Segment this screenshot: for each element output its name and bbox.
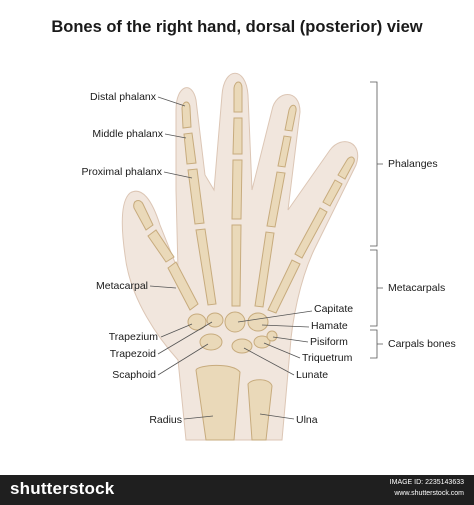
thumb-distal-phalanx — [133, 200, 154, 231]
label-middle-phalanx: Middle phalanx — [92, 128, 163, 140]
thumb-proximal-phalanx — [147, 229, 175, 263]
label-ulna: Ulna — [296, 414, 318, 426]
radius-bone — [195, 364, 241, 441]
ring-distal-phalanx — [284, 104, 297, 132]
label-lunate: Lunate — [296, 369, 329, 381]
capitate-bone — [224, 311, 246, 333]
hand-bones — [133, 81, 355, 441]
middle-metacarpal — [231, 224, 242, 307]
triquetrum-bone — [253, 335, 271, 349]
middle-middle-phalanx — [232, 117, 243, 155]
label-metacarpal: Metacarpal — [96, 280, 148, 292]
label-triquetrum: Triquetrum — [302, 352, 353, 364]
image-id-text: IMAGE ID: 2235143633 — [389, 479, 464, 486]
group-label-metacarpals: Metacarpals — [388, 282, 446, 294]
trapezium-bone — [187, 313, 207, 331]
label-scaphoid: Scaphoid — [112, 369, 156, 381]
ulna-bone — [247, 379, 273, 441]
little-distal-phalanx — [337, 156, 355, 180]
group-brackets — [370, 81, 383, 359]
little-metacarpal — [267, 259, 301, 314]
index-proximal-phalanx — [187, 168, 205, 225]
ring-middle-phalanx — [277, 135, 292, 168]
middle-proximal-phalanx — [231, 159, 243, 220]
label-radius: Radius — [149, 414, 182, 426]
little-middle-phalanx — [322, 179, 343, 207]
index-middle-phalanx — [183, 132, 197, 165]
ring-metacarpal — [254, 231, 275, 308]
scaphoid-bone — [199, 333, 223, 351]
trapezoid-bone — [206, 312, 224, 328]
index-distal-phalanx — [181, 101, 192, 129]
label-capitate: Capitate — [314, 303, 354, 315]
hamate-bone — [247, 312, 269, 332]
label-proximal-phalanx: Proximal phalanx — [81, 166, 162, 178]
diagram-title: Bones of the right hand, dorsal (posteri… — [51, 18, 423, 36]
hand-illustration — [121, 73, 383, 441]
site-url-text: www.shutterstock.com — [394, 490, 464, 497]
group-label-carpals: Carpals bones — [388, 338, 456, 350]
label-trapezium: Trapezium — [108, 331, 158, 343]
label-trapezoid: Trapezoid — [109, 348, 156, 360]
label-distal-phalanx: Distal phalanx — [90, 91, 156, 103]
stock-footer-bar: shutterstock IMAGE ID: 2235143633 www.sh… — [0, 475, 474, 505]
label-hamate: Hamate — [311, 320, 348, 332]
leader-lines — [149, 96, 313, 420]
index-metacarpal — [195, 228, 217, 306]
label-pisiform: Pisiform — [310, 336, 348, 348]
shutterstock-logo: shutterstock — [10, 479, 115, 498]
group-label-phalanges: Phalanges — [388, 158, 438, 170]
ring-proximal-phalanx — [266, 171, 286, 228]
little-proximal-phalanx — [294, 207, 328, 259]
pisiform-bone — [266, 330, 278, 342]
thumb-metacarpal — [167, 261, 199, 311]
middle-distal-phalanx — [233, 81, 243, 113]
